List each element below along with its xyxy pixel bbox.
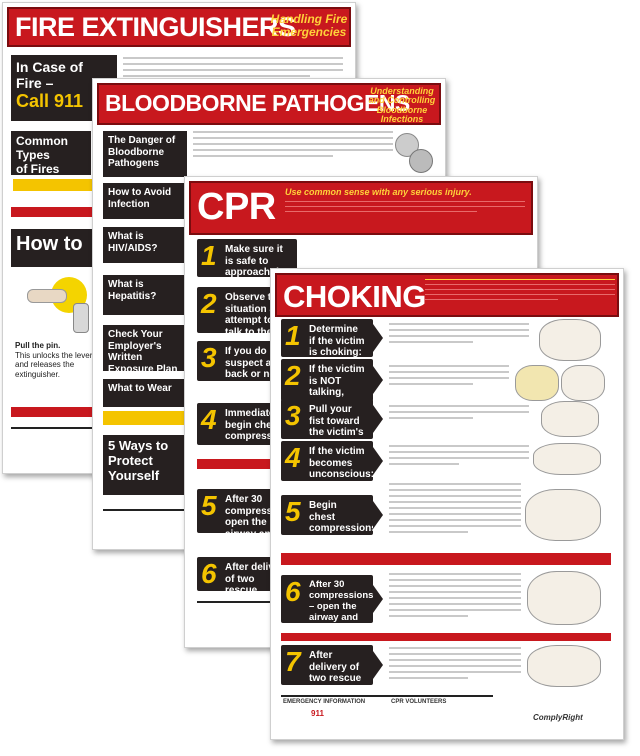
choking-text-1: [389, 323, 529, 347]
fire-title: FIRE EXTINGUISHERS: [15, 12, 296, 42]
fire-yellow-strip: [13, 179, 93, 191]
blood-banner: BLOODBORNE PATHOGENS Understanding and C…: [97, 83, 441, 125]
blood-emergency-box: [103, 509, 187, 541]
fire-warning-bar: [11, 207, 97, 217]
choking-text-6: [389, 573, 521, 621]
choking-arrow-2: [373, 366, 383, 394]
how-to-label: How to: [11, 229, 95, 267]
choking-sketch-4: [541, 401, 599, 437]
fire-text-lines: [123, 57, 343, 81]
choking-sketch-2: [515, 365, 559, 401]
common-types-label: Common Types of Fires: [11, 131, 91, 175]
blood-item-exposure-plan: Check Your Employer's Written Exposure P…: [103, 325, 187, 375]
choking-step-3: 3 Pull your fist toward the victim's sto…: [281, 399, 373, 450]
cpr-banner-lines: [285, 201, 525, 216]
cpr-note: Use common sense with any serious injury…: [285, 187, 472, 197]
choking-step-4: 4 If the victim becomes unconscious:: [281, 441, 374, 481]
cpr-step-2: 2 Observe the situation and attempt to t…: [197, 287, 297, 349]
choking-text-2: [389, 365, 509, 389]
fire-bottom-bar: [11, 407, 97, 417]
blood-item-what-to-wear: What to Wear: [103, 379, 187, 407]
fire-subtitle: Handling Fire Emergencies: [270, 12, 348, 39]
choking-sketch-1: [539, 319, 601, 361]
choking-arrow-7: [373, 651, 383, 679]
blood-yellow-strip: [103, 411, 187, 425]
cpr-emergency-box: [197, 601, 297, 637]
choking-text-7: [389, 647, 521, 683]
choking-arrow-3: [373, 405, 383, 433]
blood-title: BLOODBORNE PATHOGENS: [105, 90, 410, 116]
choking-arrow-6: [373, 585, 383, 613]
blood-item-hiv: What is HIV/AIDS?: [103, 227, 187, 263]
blood-item-danger: The Danger of Bloodborne Pathogens: [103, 131, 187, 177]
choking-poster: CHOKING 1 Determine if the victim is cho…: [270, 268, 624, 740]
fire-emergency-box: [11, 427, 97, 459]
choking-step-6: 6 After 30 compressions – open the airwa…: [281, 575, 373, 656]
choking-sketch-7: [527, 571, 601, 625]
choking-title: CHOKING: [283, 279, 426, 314]
cpr-step-1: 1 Make sure it is safe to approach the v…: [197, 239, 297, 290]
choking-text-5: [389, 483, 521, 537]
choking-step-2: 2 If the victim is NOT talking, coughing…: [281, 359, 373, 433]
choking-emergency-box: EMERGENCY INFORMATION 911 CPR VOLUNTEERS: [281, 695, 493, 733]
cpr-title: CPR: [197, 186, 276, 228]
choking-text-3: [389, 405, 529, 423]
cpr-red-note: [197, 459, 297, 469]
pull-instructions: Pull the pin. This unlocks the lever and…: [15, 341, 93, 379]
choking-sketch-5: [533, 443, 601, 475]
choking-arrow-5: [373, 501, 383, 529]
choking-sketch-6: [525, 489, 601, 541]
choking-sketch-3: [561, 365, 605, 401]
choking-red-note-1: [281, 553, 611, 565]
choking-red-note-2: [281, 633, 611, 641]
choking-step-5: 5 Begin chest compressions:: [281, 495, 380, 535]
blood-item-5-ways: 5 Ways to Protect Yourself: [103, 435, 187, 495]
blood-subtitle: Understanding and Controlling Bloodborne…: [368, 86, 436, 125]
choking-step-1: 1 Determine if the victim is choking:: [281, 319, 373, 358]
choking-banner: CHOKING: [275, 273, 619, 317]
choking-step-7: 7 After delivery of two rescue breaths:: [281, 645, 373, 696]
choking-sketch-8: [527, 645, 601, 687]
choking-text-4: [389, 445, 529, 469]
blood-item-hepatitis: What is Hepatitis?: [103, 275, 187, 315]
blood-item-avoid: How to Avoid Infection: [103, 183, 187, 219]
blood-text-lines-1: [193, 131, 393, 161]
choking-banner-lines: [425, 279, 615, 304]
choking-arrow-1: [373, 324, 383, 352]
choking-arrow-4: [373, 447, 383, 475]
extinguisher-illustration: [23, 273, 93, 333]
complyright-logo: ComplyRight: [533, 713, 583, 722]
blood-cells-illustration: [393, 131, 433, 175]
fire-banner: FIRE EXTINGUISHERS Handling Fire Emergen…: [7, 7, 351, 47]
cpr-banner: CPR Use common sense with any serious in…: [189, 181, 533, 235]
